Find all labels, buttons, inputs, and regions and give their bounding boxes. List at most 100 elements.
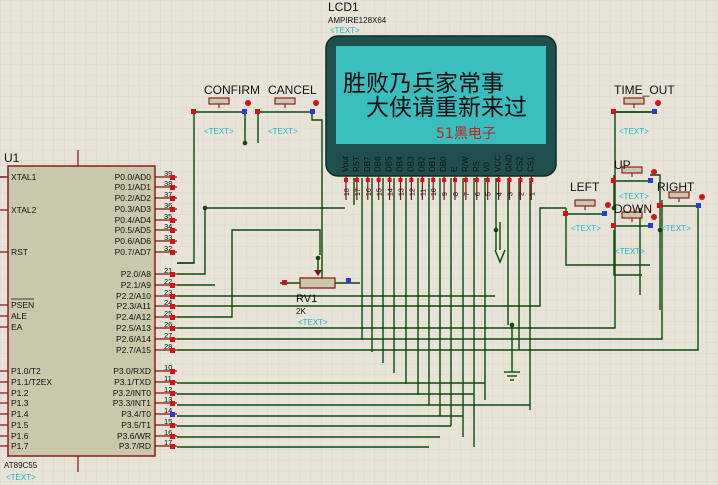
mcu-pin-number: 35 xyxy=(164,212,172,221)
lcd-pin-label: E xyxy=(450,167,459,172)
mcu-pin-label: P2.2/A10 xyxy=(116,291,151,301)
mcu-pin-psen[interactable]: PSEN xyxy=(0,298,34,310)
lcd-pin-number: 6 xyxy=(475,192,482,196)
mcu-pin-rst[interactable]: RST xyxy=(0,247,28,257)
lcd-pin-number: 18 xyxy=(344,188,351,196)
mcu-pin-label: P0.2/AD2 xyxy=(115,193,152,203)
mcu-pin-p2-2-a10[interactable]: P2.2/A10 23 xyxy=(116,288,177,301)
junctions xyxy=(202,140,663,328)
mcu-pin-number: 22 xyxy=(164,277,172,286)
mcu-pin-p1-5[interactable]: P1.5 xyxy=(0,420,29,430)
mcu-pin-p1-3[interactable]: P1.3 xyxy=(0,398,29,408)
mcu-pin-p1-6[interactable]: P1.6 xyxy=(0,431,29,441)
cancel-button[interactable]: CANCEL<TEXT> xyxy=(255,83,319,136)
confirm-label: CONFIRM xyxy=(204,83,260,97)
lcd-pin-rs[interactable]: RS6 xyxy=(472,161,482,200)
lcd-screen xyxy=(336,46,546,144)
lcd-pin-r-w[interactable]: R/W7 xyxy=(461,156,471,200)
lcd-pin-number: 5 xyxy=(486,192,493,196)
mcu-pin-xtal1[interactable]: XTAL1 xyxy=(0,172,37,182)
time-out-button[interactable]: TIME_OUT<TEXT> xyxy=(611,83,675,136)
confirm-button[interactable]: CONFIRM <TEXT> xyxy=(191,83,260,136)
mcu-pin-ea[interactable]: EA xyxy=(0,322,23,332)
left-text-tag: <TEXT> xyxy=(571,224,601,233)
lcd-pin-label: DB0 xyxy=(439,156,448,172)
left-button[interactable]: LEFT <TEXT> xyxy=(563,180,611,233)
mcu-pin-label: P2.7/A15 xyxy=(116,345,151,355)
mcu-pin-label: XTAL1 xyxy=(11,172,37,182)
mcu-pin-number: 17 xyxy=(164,438,172,447)
lcd-pin-e[interactable]: E8 xyxy=(450,167,460,200)
potentiometer-rv1[interactable]: RV1 2K <TEXT> xyxy=(282,270,351,327)
mcu-pin-xtal2[interactable]: XTAL2 xyxy=(0,205,37,215)
up-button[interactable]: UP <TEXT> xyxy=(611,158,657,201)
mcu-pin-number: 21 xyxy=(164,266,172,275)
lcd-part: AMPIRE128X64 xyxy=(328,16,387,25)
up-label: UP xyxy=(614,158,631,172)
down-button[interactable]: DOWN<TEXT> xyxy=(611,202,657,256)
lcd-ampire128x64[interactable]: LCD1 AMPIRE128X64 <TEXT> 胜败乃兵家常事 大侠请重新来过… xyxy=(325,0,557,200)
mcu-u1[interactable]: U1 AT89C55 <TEXT> XTAL1XTAL2RSTPSENALEEA… xyxy=(0,150,177,482)
lcd-line-3: 51黑电子 xyxy=(436,126,496,142)
mcu-pin-p1-0-t2[interactable]: P1.0/T2 xyxy=(0,366,41,376)
lcd-pin-number: 1 xyxy=(529,192,536,196)
lcd-pin-v0[interactable]: V05 xyxy=(483,162,493,200)
mcu-pin-number: 14 xyxy=(164,406,172,415)
lcd-pin-label: DB4 xyxy=(396,156,405,172)
lcd-pin-label: R/W xyxy=(461,156,470,172)
lcd-pin-number: 3 xyxy=(508,192,515,196)
lcd-pin-number: 17 xyxy=(355,188,362,196)
mcu-pin-p1-7[interactable]: P1.7 xyxy=(0,441,29,451)
mcu-pin-label: P0.3/AD3 xyxy=(115,204,152,214)
mcu-pin-ale[interactable]: ALE xyxy=(0,311,27,321)
left-label: LEFT xyxy=(570,180,600,194)
mcu-pin-number: 23 xyxy=(164,288,172,297)
mcu-pin-number: 25 xyxy=(164,309,172,318)
right-button[interactable]: RIGHT<TEXT> xyxy=(657,180,705,233)
cancel-text-tag: <TEXT> xyxy=(268,127,298,136)
mcu-pin-p1-4[interactable]: P1.4 xyxy=(0,409,29,419)
mcu-pin-p1-2[interactable]: P1.2 xyxy=(0,388,29,398)
mcu-pin-number: 24 xyxy=(164,298,172,307)
mcu-pin-p1-1-t2ex[interactable]: P1.1/T2EX xyxy=(0,377,52,387)
confirm-text-tag: <TEXT> xyxy=(204,127,234,136)
up-text-tag: <TEXT> xyxy=(619,192,649,201)
